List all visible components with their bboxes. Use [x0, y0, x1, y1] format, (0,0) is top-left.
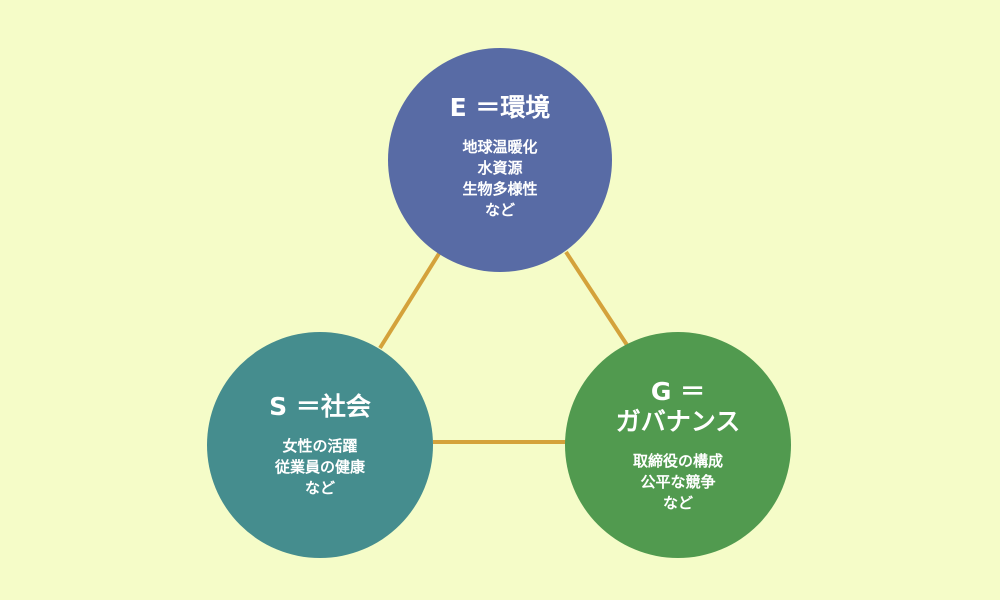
environment-item: 水資源 — [477, 159, 523, 177]
environment-item: など — [484, 201, 515, 219]
governance-title: G ＝ ガバナンス — [616, 377, 741, 437]
governance-item: 公平な競争 — [640, 472, 716, 491]
environment-title: E ＝環境 — [449, 93, 551, 122]
environment-item: 生物多様性 — [462, 180, 538, 198]
connector-e-s — [378, 250, 442, 350]
social-item: 従業員の健康 — [274, 457, 365, 476]
governance-circle: G ＝ ガバナンス 取締役の構成 公平な競争 など — [565, 332, 791, 558]
social-circle: S ＝社会 女性の活躍 従業員の健康 など — [207, 332, 433, 558]
governance-item: 取締役の構成 — [632, 451, 723, 470]
environment-item: 地球温暖化 — [462, 138, 538, 156]
connector-e-g — [564, 250, 629, 347]
social-title: S ＝社会 — [269, 391, 371, 421]
governance-title-line1: G ＝ — [650, 376, 706, 406]
social-item: など — [304, 478, 335, 497]
governance-title-line2: ガバナンス — [615, 406, 741, 436]
social-item: 女性の活躍 — [282, 436, 358, 455]
governance-item: など — [662, 493, 693, 512]
environment-circle: E ＝環境 地球温暖化 水資源 生物多様性 など — [388, 48, 612, 272]
